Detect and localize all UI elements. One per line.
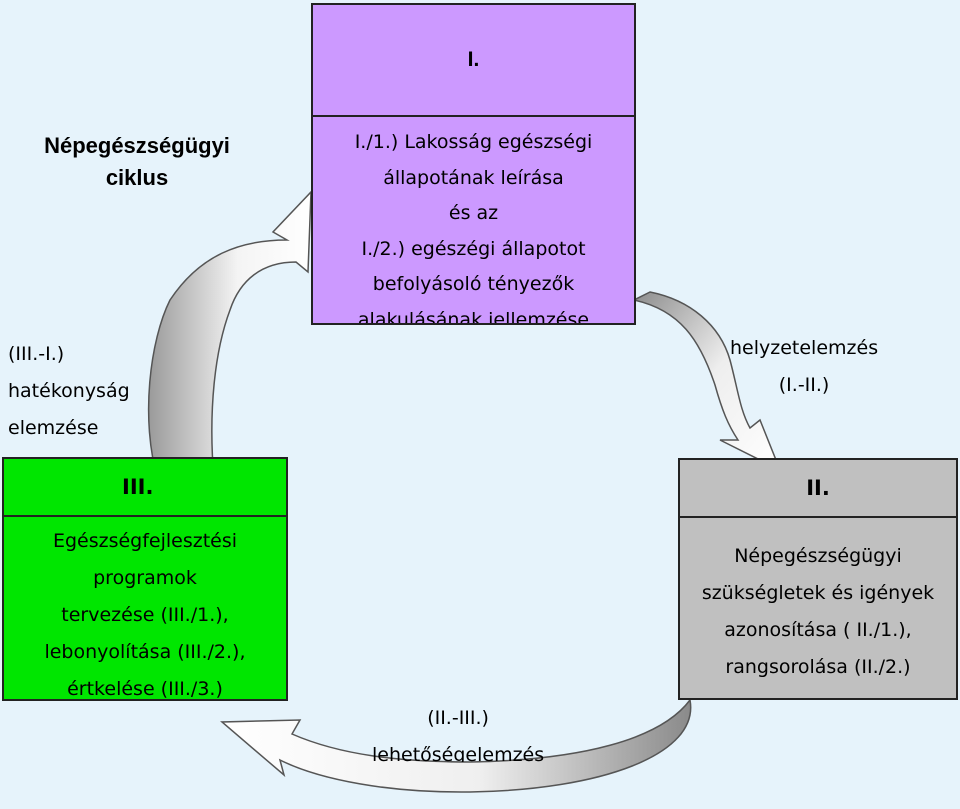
body-line: I./1.) Lakosság egészségi bbox=[354, 131, 593, 153]
stage-one-heading: I. bbox=[313, 5, 634, 117]
arrow-2-to-3-icon bbox=[220, 698, 692, 793]
efficiency-analysis-label: (III.-I.) hatékonyság elemzése bbox=[8, 336, 130, 447]
label-line: (I.-II.) bbox=[778, 374, 830, 396]
label-line: hatékonyság bbox=[8, 380, 130, 402]
body-line: alakulásának jellemzése bbox=[357, 308, 590, 324]
body-line: I./2.) egészégi állapotot bbox=[361, 237, 586, 260]
stage-three-box: III. Egészségfejlesztési programok terve… bbox=[2, 457, 288, 701]
arrow-3-to-1-icon bbox=[147, 190, 312, 481]
stage-three-heading: III. bbox=[4, 459, 286, 517]
label-line: helyzetelemzés bbox=[730, 337, 879, 359]
possibility-analysis-label: (II.-III.) lehetőségelemzés bbox=[372, 700, 544, 762]
body-line: rangsorolása (II./2.) bbox=[725, 656, 911, 678]
stage-three-body: Egészségfejlesztési programok tervezése … bbox=[4, 517, 286, 708]
body-line: lebonyolítása (III./2.), bbox=[44, 641, 246, 663]
body-line: programok bbox=[93, 567, 197, 589]
body-line: tervezése (III./1.), bbox=[61, 604, 229, 626]
body-line: Népegészségügyi bbox=[734, 545, 902, 567]
body-line: és az bbox=[448, 202, 499, 224]
stage-two-box: II. Népegészségügyi szükségletek és igén… bbox=[678, 458, 958, 700]
stage-two-body: Népegészségügyi szükségletek és igények … bbox=[680, 518, 956, 686]
body-line: szükségletek és igények bbox=[701, 582, 935, 604]
stage-one-box: I. I./1.) Lakosság egészségi állapotának… bbox=[311, 3, 636, 325]
body-line: Egészségfejlesztési bbox=[52, 530, 238, 552]
title-line: ciklus bbox=[105, 165, 169, 190]
label-line: elemzése bbox=[8, 417, 99, 439]
label-line: lehetőségelemzés bbox=[372, 744, 545, 762]
stage-one-body: I./1.) Lakosság egészségi állapotának le… bbox=[313, 117, 634, 323]
body-line: befolyásoló tényezők bbox=[372, 273, 575, 295]
label-line: (III.-I.) bbox=[8, 343, 65, 365]
body-line: állapotának leírása bbox=[383, 166, 564, 189]
arrow-1-to-2-icon bbox=[631, 291, 782, 472]
body-line: értkelése (III./3.) bbox=[67, 678, 223, 700]
title-line: Népegészségügyi bbox=[44, 133, 230, 158]
diagram-title: Népegészségügyi ciklus bbox=[14, 130, 260, 194]
situation-analysis-label: helyzetelemzés (I.-II.) bbox=[730, 330, 878, 404]
stage-two-heading: II. bbox=[680, 460, 956, 518]
body-line: azonosítása ( II./1.), bbox=[724, 619, 912, 641]
label-line: (II.-III.) bbox=[427, 707, 489, 729]
